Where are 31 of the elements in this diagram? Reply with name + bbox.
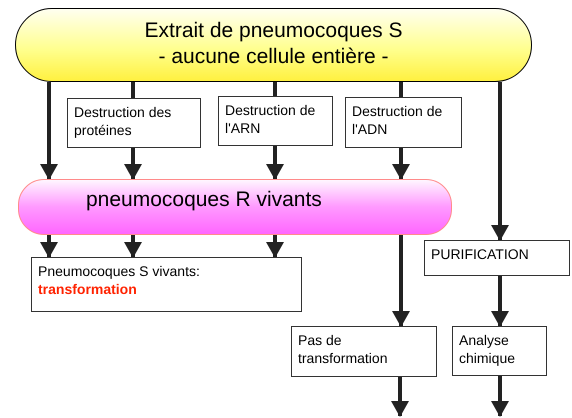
arrow (124, 148, 142, 180)
node-text: Destruction de l'ARN (225, 101, 316, 137)
arrow (40, 235, 58, 258)
arrow (40, 82, 58, 180)
node-text: pneumocoques R vivants (86, 188, 322, 212)
process-box (452, 326, 547, 376)
node-text: PURIFICATION (431, 245, 529, 263)
process-box (345, 97, 462, 148)
arrow (391, 377, 409, 417)
arrow (266, 146, 284, 180)
arrow (392, 148, 410, 180)
process-box (67, 98, 201, 148)
node-text: Destruction de l'ADN (352, 102, 444, 138)
arrow (491, 82, 509, 241)
arrow (491, 376, 509, 417)
arrow (266, 235, 284, 258)
node-text: transformation (38, 280, 137, 298)
process-box (218, 96, 333, 146)
result-box (31, 257, 302, 312)
node-text: - aucune cellule entière - (158, 44, 388, 70)
result-box (291, 326, 437, 377)
node-text: Pas de transformation (298, 331, 388, 367)
node-text: Analyse chimique (459, 331, 516, 367)
process-box (424, 240, 570, 276)
arrow (491, 276, 509, 327)
process-pill (18, 179, 452, 235)
node-text: Extrait de pneumocoques S (144, 18, 402, 44)
arrow (124, 235, 142, 258)
node-text: Pneumocoques S vivants: (38, 262, 200, 280)
arrow (392, 235, 410, 327)
node-text: Destruction des protéines (74, 103, 172, 139)
